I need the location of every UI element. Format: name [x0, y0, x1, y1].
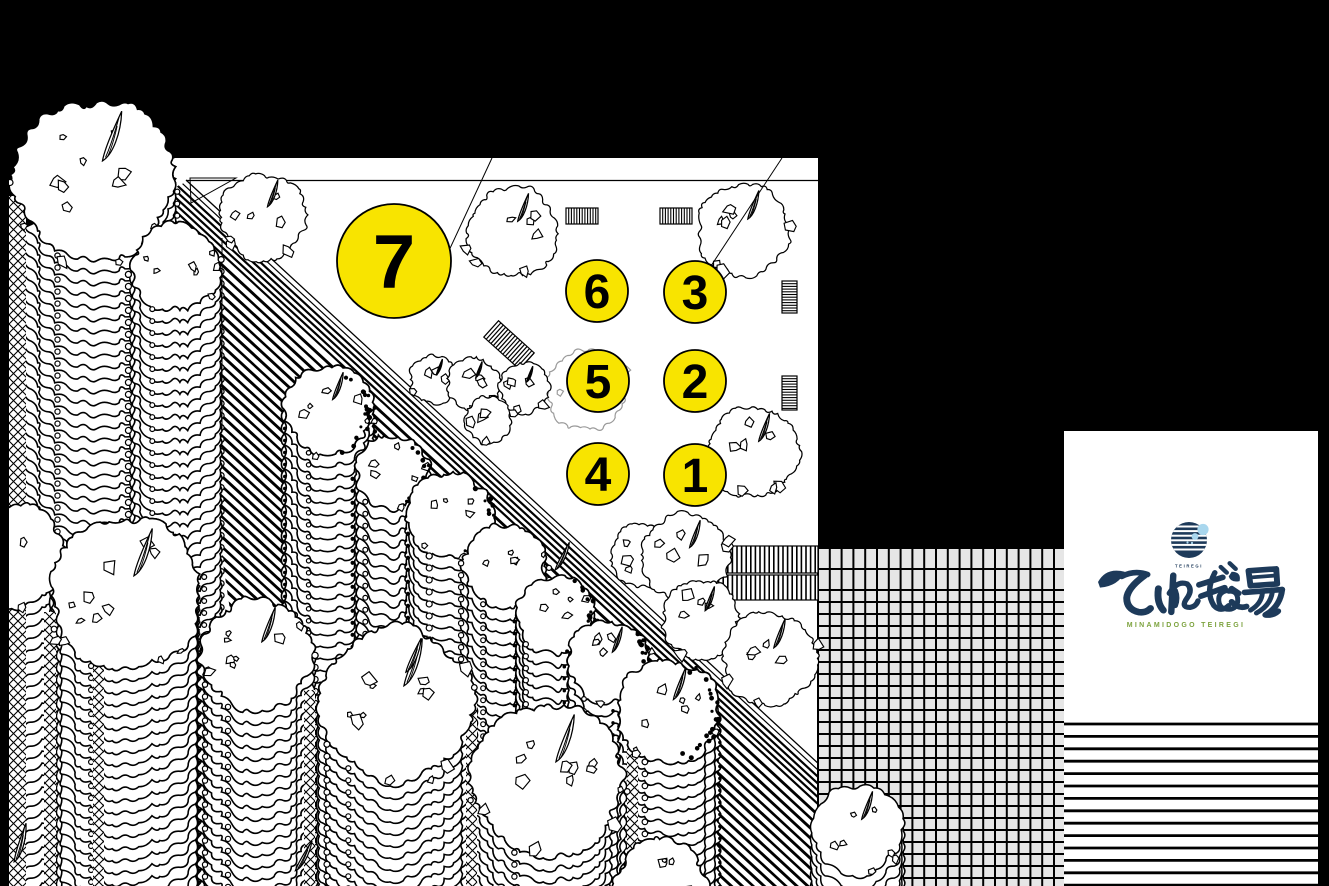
svg-text:3: 3	[682, 267, 709, 320]
svg-text:4: 4	[585, 449, 612, 502]
svg-text:7: 7	[373, 220, 415, 305]
svg-text:1: 1	[682, 450, 709, 503]
svg-text:2: 2	[682, 356, 709, 409]
svg-text:5: 5	[585, 356, 612, 409]
svg-text:TEIREGI: TEIREGI	[1175, 564, 1203, 569]
svg-text:MINAMIDOGO TEIREGI: MINAMIDOGO TEIREGI	[1127, 622, 1245, 629]
svg-text:6: 6	[584, 266, 611, 319]
